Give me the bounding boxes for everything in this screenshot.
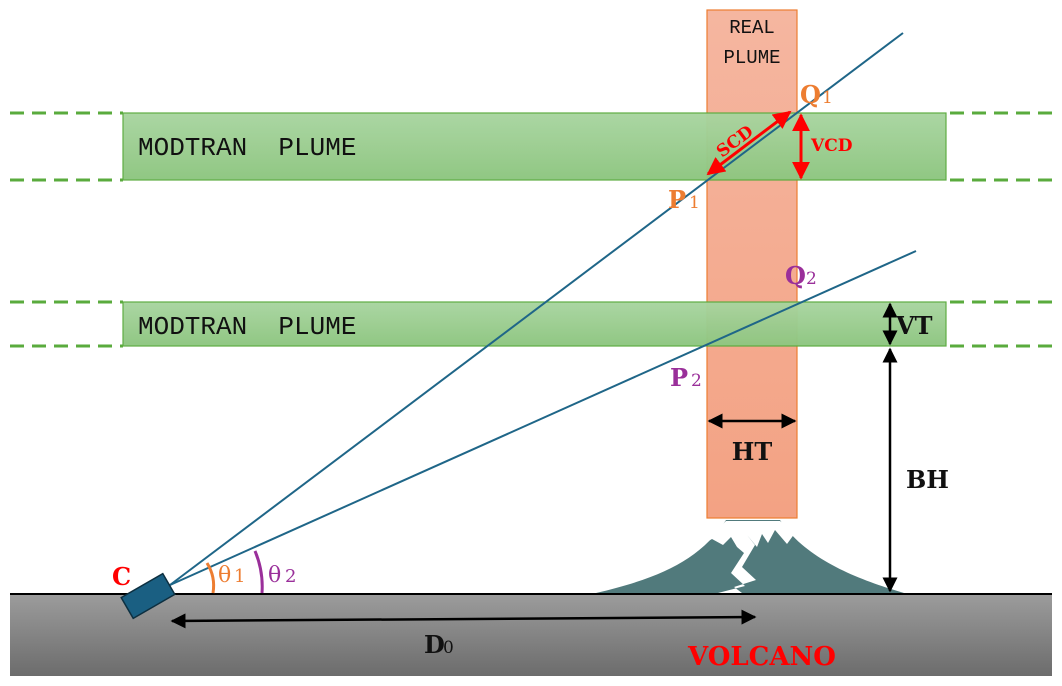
- svg-text:2: 2: [285, 566, 296, 587]
- ground: [10, 594, 1052, 676]
- theta1-arc: [205, 562, 216, 594]
- svg-text:1: 1: [234, 566, 245, 587]
- line-of-sight-2: [169, 250, 917, 586]
- volcano-label: VOLCANO: [687, 642, 836, 672]
- svg-text:D: D: [424, 630, 445, 659]
- theta2-arc: [253, 550, 264, 594]
- svg-text:0: 0: [443, 638, 454, 658]
- vt-label: VT: [895, 311, 933, 340]
- svg-text:1: 1: [822, 88, 833, 108]
- camera-label: C: [112, 562, 131, 591]
- svg-text:1: 1: [689, 193, 700, 213]
- real-plume-label-line1: REAL: [729, 17, 775, 39]
- camera-icon: [120, 572, 176, 620]
- svg-text:θ: θ: [218, 563, 231, 588]
- theta2-label: θ 2: [268, 563, 296, 588]
- svg-text:P: P: [670, 363, 688, 392]
- d0-arrow: [170, 609, 757, 629]
- p1-label: P 1: [668, 185, 700, 214]
- svg-text:Q: Q: [785, 261, 806, 290]
- real-plume-column: [706, 9, 798, 519]
- svg-text:P: P: [668, 185, 686, 214]
- modtran-plume-label-upper: MODTRAN PLUME: [138, 133, 356, 163]
- ht-label: HT: [732, 437, 773, 466]
- d0-label: D 0: [424, 630, 454, 659]
- svg-text:θ: θ: [268, 563, 281, 588]
- q1-label: Q 1: [800, 80, 833, 109]
- modtran-plume-label-lower: MODTRAN PLUME: [138, 312, 356, 342]
- volcano-icon: [596, 520, 904, 593]
- scd-arrow: [706, 110, 792, 176]
- svg-text:Q: Q: [800, 80, 821, 109]
- p2-label: P 2: [670, 363, 702, 392]
- vcd-label: VCD: [810, 136, 853, 156]
- real-plume-label-line2: PLUME: [723, 47, 780, 69]
- q2-label: Q 2: [785, 261, 817, 290]
- svg-text:2: 2: [691, 371, 702, 391]
- svg-text:2: 2: [806, 269, 817, 289]
- theta1-label: θ 1: [218, 563, 245, 588]
- bh-label: BH: [906, 465, 949, 494]
